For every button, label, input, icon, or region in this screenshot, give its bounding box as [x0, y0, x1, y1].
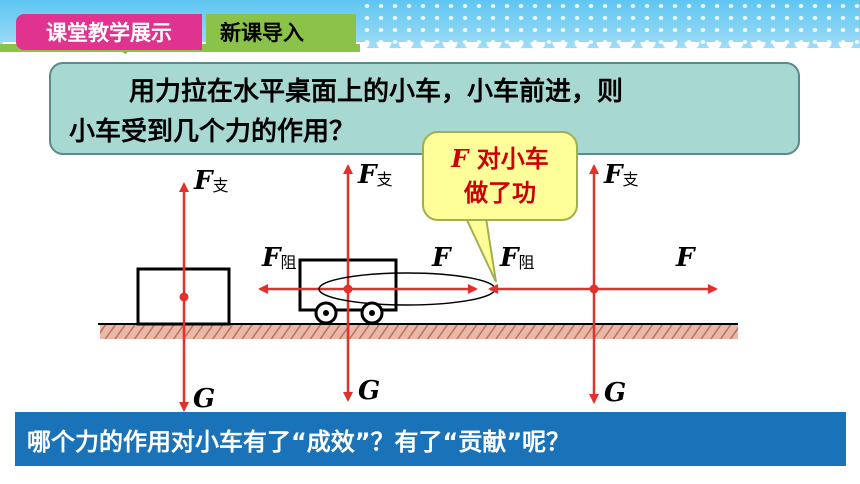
- work-callout: F 对小车 做了功: [422, 131, 578, 221]
- block-gravity-label: G: [193, 384, 216, 414]
- subsection-tag: 新课导入: [206, 14, 356, 50]
- cart-center-dot: [343, 284, 353, 294]
- callout-pointer: [464, 217, 497, 283]
- cart-gravity-label: G: [358, 376, 381, 406]
- callout-line-2: 做了功: [464, 179, 536, 207]
- cart-pull-label: F: [432, 243, 451, 273]
- question-line-2: 小车受到几个力的作用？: [69, 117, 356, 147]
- cart-wheel-left-hub: [323, 310, 329, 316]
- block-center-dot: [179, 292, 189, 302]
- subsection-label: 新课导入: [220, 21, 304, 45]
- question-line-1: 用力拉在水平桌面上的小车，小车前进，则: [129, 77, 624, 107]
- cart-friction-label: F阻: [262, 243, 297, 273]
- point-gravity-label: G: [604, 378, 627, 408]
- point-center-dot: [589, 284, 599, 294]
- cart-wheel-right-hub: [369, 310, 375, 316]
- cart-support-label: F支: [358, 160, 393, 190]
- point-pull-label: F: [676, 243, 695, 273]
- section-label: 课堂教学展示: [46, 21, 172, 45]
- ground-hatch: [100, 325, 738, 339]
- point-friction-label: F阻: [500, 243, 535, 273]
- point-support-label: F支: [604, 160, 639, 190]
- callout-line-1: F 对小车: [451, 144, 549, 173]
- section-tag: 课堂教学展示: [16, 14, 202, 50]
- footer-question-bar: 哪个力的作用对小车有了“成效”？有了“贡献”呢？: [15, 412, 846, 466]
- footer-question-text: 哪个力的作用对小车有了“成效”？有了“贡献”呢？: [27, 427, 571, 456]
- header-dots-decoration: [360, 0, 860, 48]
- block-support-label: F支: [194, 166, 229, 196]
